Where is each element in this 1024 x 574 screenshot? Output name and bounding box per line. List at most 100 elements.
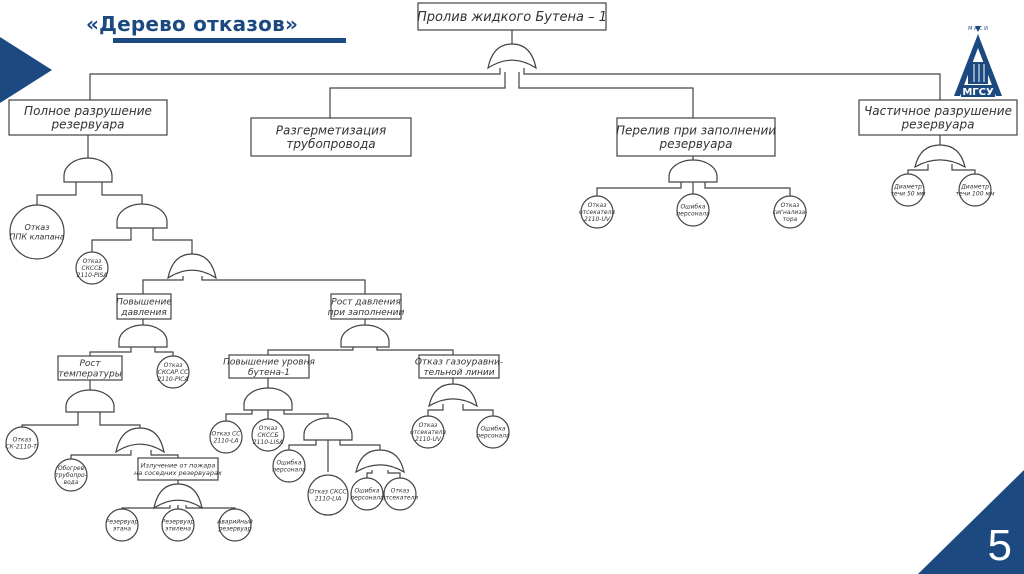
- logo-marker-icon: [975, 26, 981, 32]
- basic-d100-label: Диаметр: [960, 184, 989, 191]
- connector-line: [329, 72, 506, 118]
- event-pressure-rise-box-label: Повышение: [116, 297, 172, 307]
- connector-line: [154, 347, 174, 358]
- basic-personnel-4-label: Ошибка: [480, 426, 505, 433]
- connector-line: [142, 276, 184, 294]
- basic-pipe-heating: [54, 458, 88, 492]
- connector-line: [21, 412, 79, 430]
- event-gas-line-failure-box-label: Отказ газоуравни-: [415, 357, 503, 367]
- basic-personnel-2-label: персонала: [350, 495, 384, 502]
- basic-pipe-heating-label: Обогрев: [58, 465, 85, 472]
- basic-emergency-tank-label: Аварийный: [216, 519, 253, 526]
- connector-line: [283, 410, 329, 420]
- connector-line: [518, 72, 694, 118]
- basic-signal-label: Отказ: [781, 202, 800, 209]
- basic-pipe-heating-label: вода: [63, 479, 78, 486]
- event-overflow-box-label: резервуара: [659, 137, 733, 151]
- pressure-or-gate-icon: [167, 253, 217, 280]
- basic-pisa-label: СКССБ: [82, 265, 103, 272]
- basic-lisa-label: СКССБ: [258, 432, 279, 439]
- basic-lia: [307, 474, 349, 516]
- basic-pica-label: СКСАР.СС: [158, 369, 189, 376]
- basic-pica-label: 2110-PICA: [157, 376, 188, 383]
- gas-or-gate-icon: [428, 383, 478, 408]
- filling-and-gate-icon: [340, 324, 390, 348]
- event-depressurization-box-label: Разгерметизация: [276, 123, 386, 137]
- top-event-box-label: Пролив жидкого Бутена – 1: [417, 10, 607, 25]
- event-pressure-rise-filling-box-label: Рост давления: [331, 297, 401, 307]
- connector-line: [150, 450, 179, 458]
- basic-personnel-3-label: персонала: [676, 211, 710, 218]
- connector-line: [89, 68, 501, 100]
- basic-tank-ethane-label: этана: [113, 526, 131, 533]
- level-sub-and-gate-icon: [303, 417, 353, 441]
- connector-line: [704, 182, 791, 198]
- basic-pipe-heating-label: трубопро-: [55, 472, 87, 479]
- basic-d100: [958, 173, 992, 207]
- connector-line: [523, 68, 941, 100]
- event-level-rise-box-label: Повышение уровня: [223, 357, 315, 367]
- connector-line: [99, 412, 141, 430]
- basic-ppk-valve-label: ППК клапана: [9, 232, 64, 241]
- slide-title: «Дерево отказов»: [86, 12, 299, 36]
- decorative-arrow-shape: [0, 37, 52, 103]
- event-partial-destruction-box-label: Частичное разрушение: [864, 104, 1012, 118]
- top-event-box: [417, 2, 607, 31]
- basic-cutoff-uv-1-label: 2110-UV: [584, 216, 611, 223]
- event-partial-destruction-box-label: резервуара: [901, 118, 975, 132]
- basic-d50-label: Диаметр: [893, 184, 922, 191]
- logo-roof-icon: [954, 34, 1002, 96]
- basic-ti-label: Отказ: [13, 437, 32, 444]
- connector-line: [376, 347, 454, 355]
- basic-pisa-label: 2110-PISA: [77, 272, 108, 279]
- page-number: 5: [987, 521, 1012, 570]
- connector-line: [339, 440, 381, 450]
- overflow-and-gate-icon: [668, 159, 718, 183]
- event-pressure-rise-filling-box-label: при заполнении: [328, 308, 405, 318]
- connector-line: [596, 182, 682, 198]
- basic-personnel-1-label: Ошибка: [276, 460, 301, 467]
- basic-tank-ethylene-label: этилена: [165, 526, 191, 533]
- event-level-rise-box-label: бутена-1: [248, 368, 290, 378]
- connector-line: [387, 470, 401, 480]
- basic-ti-label: СК-2110-TI: [5, 444, 39, 451]
- connector-line: [907, 164, 929, 176]
- event-depressurization-box: [250, 117, 412, 157]
- basic-lia-label: Отказ СКСС: [309, 489, 347, 496]
- level-and-gate-icon: [243, 387, 293, 411]
- connector-line: [152, 228, 193, 254]
- logo-text: МГСУ: [962, 87, 994, 98]
- basic-ti: [5, 426, 39, 460]
- event-full-destruction-box-label: резервуара: [51, 118, 125, 132]
- basic-signal-label: тора: [783, 216, 798, 223]
- basic-personnel-4: [476, 415, 510, 449]
- pressure-rise-and-gate-icon: [118, 324, 168, 348]
- basic-personnel-3: [676, 193, 710, 227]
- connector-line: [89, 347, 132, 356]
- full-and-gate-icon: [63, 157, 113, 183]
- basic-la-label: Отказ СС: [212, 431, 242, 438]
- level-sub-or-gate-icon: [355, 449, 405, 474]
- basic-cutoff-uv-2-label: 2110-UV: [415, 436, 442, 443]
- basic-personnel-1-label: персонала: [272, 467, 306, 474]
- connector-line: [225, 410, 253, 421]
- basic-cutoff-uv-1-label: Отказ: [588, 202, 607, 209]
- temperature-or-gate-icon: [115, 427, 165, 454]
- connector-line: [951, 164, 976, 176]
- basic-cutoff-uv-2-label: отсекателя: [410, 429, 446, 436]
- basic-cutoff-1: [383, 477, 417, 511]
- event-pressure-rise-filling-box: [330, 293, 402, 320]
- event-temperature-rise-box-label: температуры: [58, 369, 122, 379]
- basic-signal: [773, 195, 807, 229]
- basic-cutoff-uv-2-label: Отказ: [419, 422, 438, 429]
- basic-tank-ethylene: [161, 508, 195, 542]
- event-full-destruction-box-label: Полное разрушение: [24, 104, 152, 118]
- corner-triangle: [918, 470, 1024, 574]
- basic-tank-ethylene-label: Резервуар: [162, 519, 195, 526]
- full-sub-and-gate-icon: [116, 203, 168, 229]
- event-overflow-box-label: Перелив при заполнении: [616, 123, 776, 137]
- basic-pica-label: Отказ: [164, 362, 183, 369]
- connector-line: [91, 228, 132, 252]
- basic-personnel-4-label: персонала: [476, 433, 510, 440]
